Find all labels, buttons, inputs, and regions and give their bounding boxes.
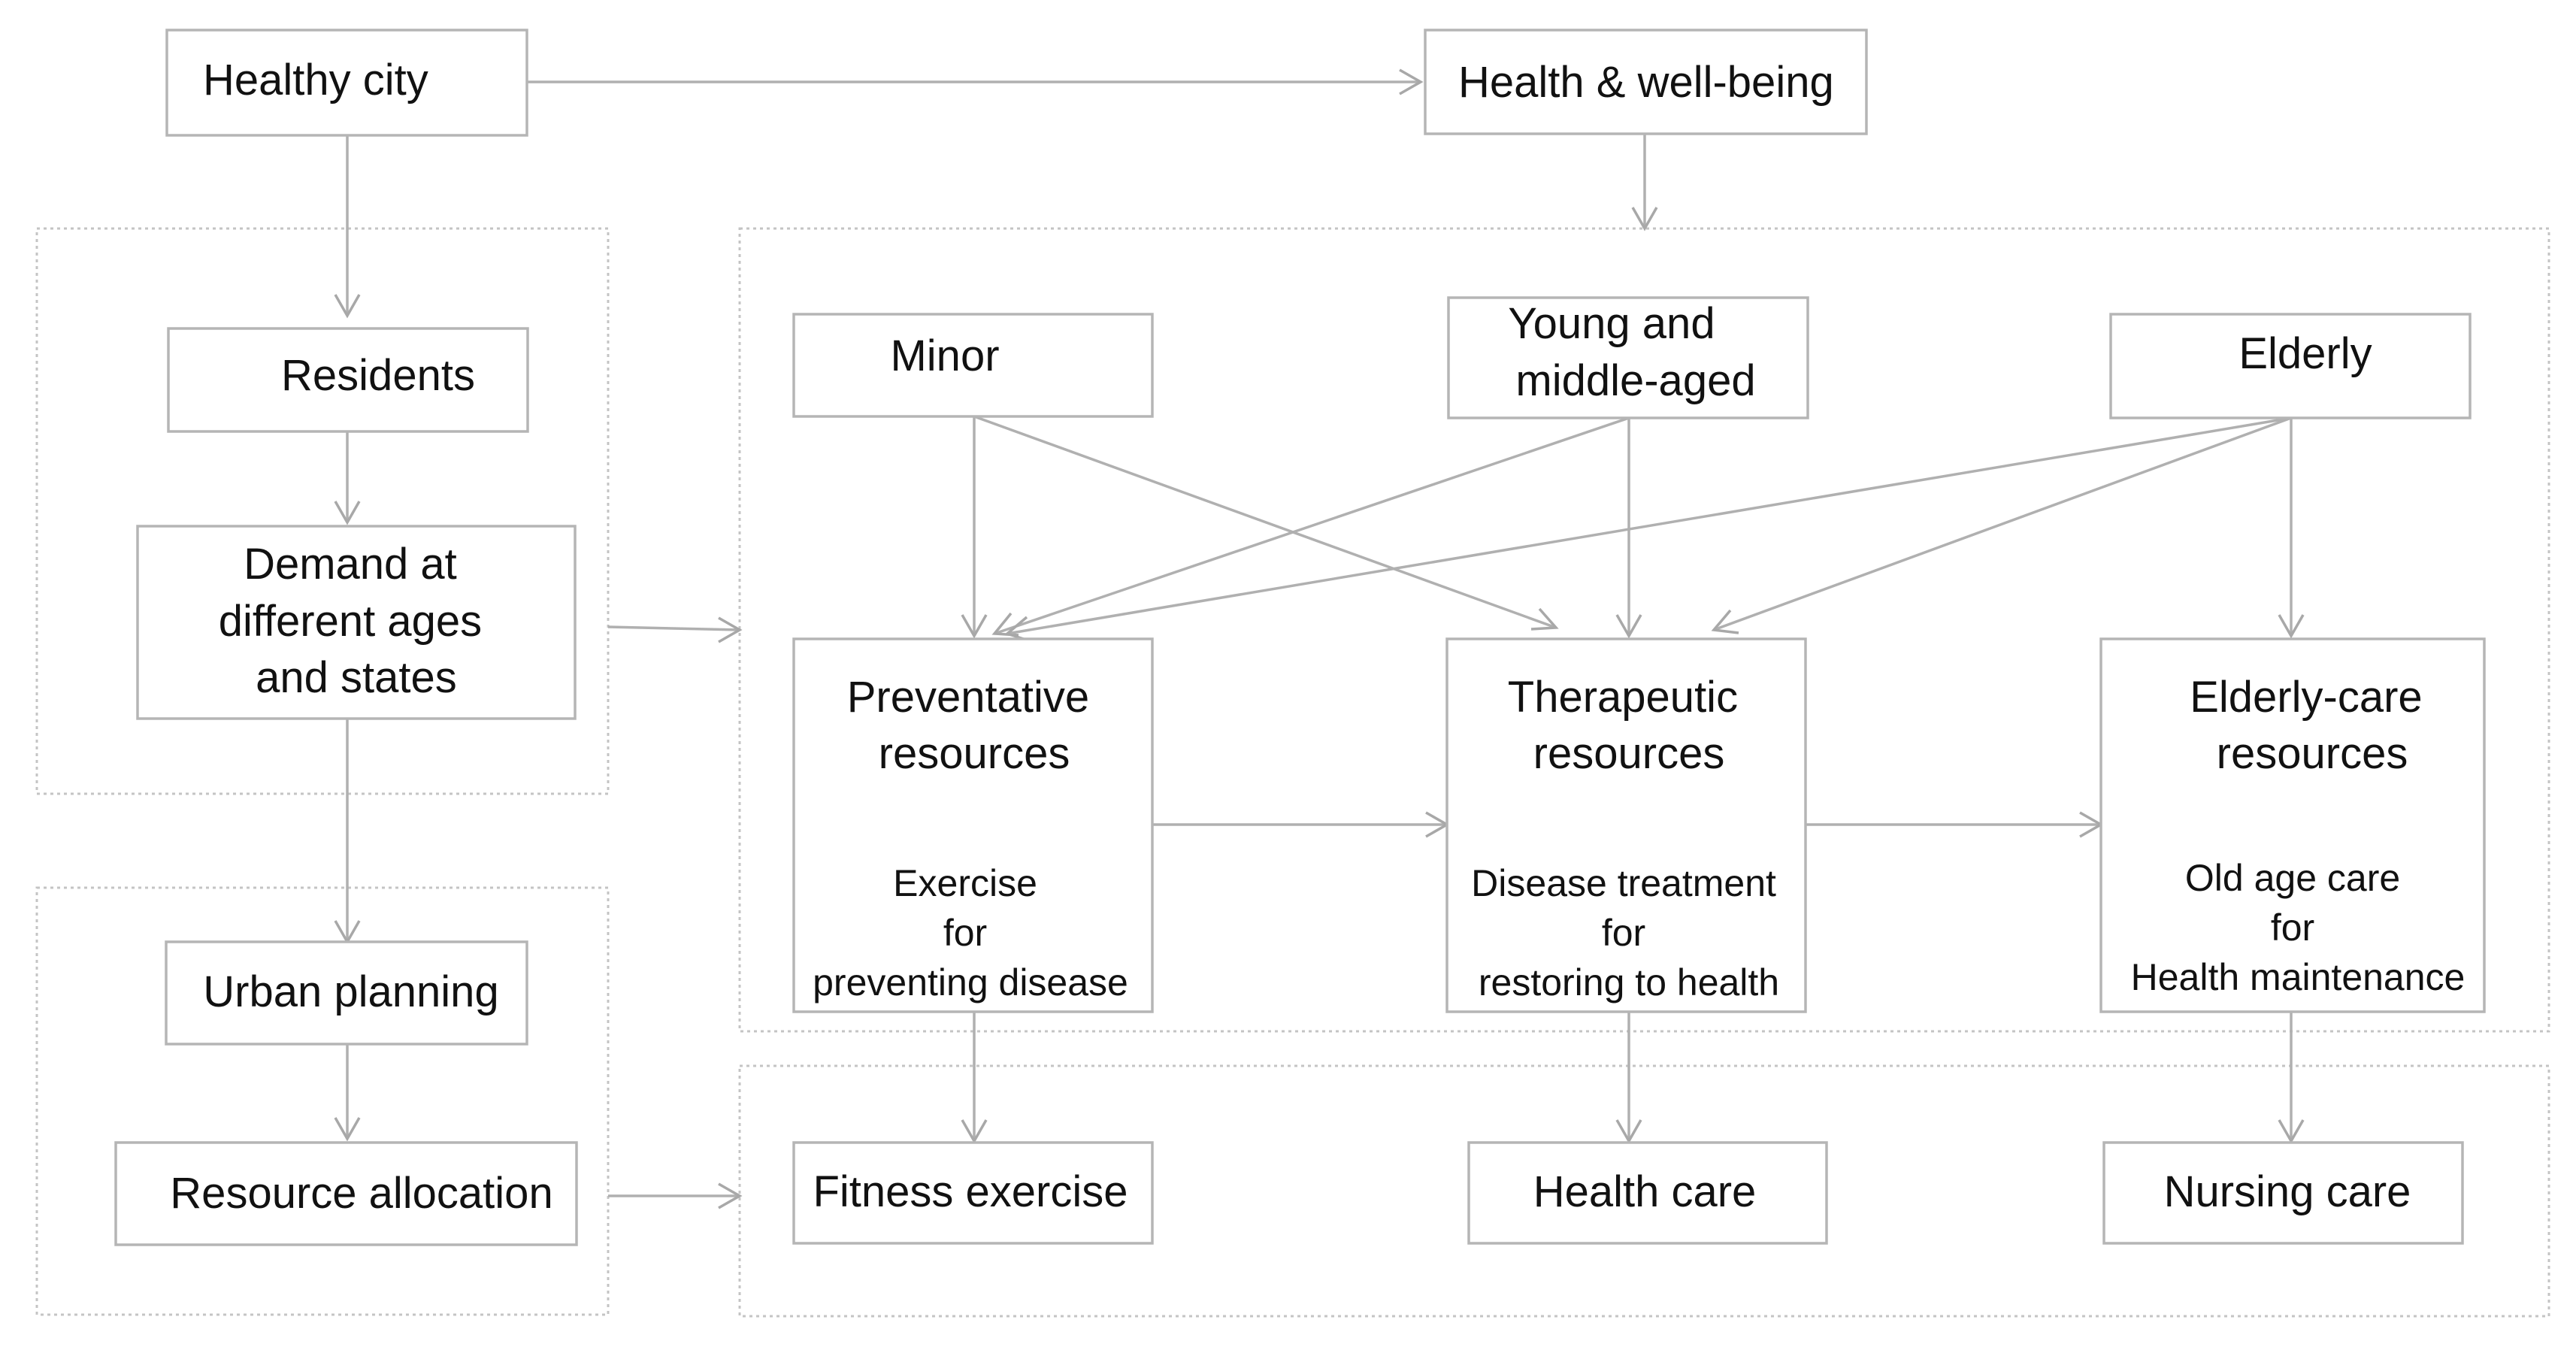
node-elderly: Elderly — [2109, 313, 2472, 419]
edge-preventative-to-fitness — [961, 1012, 988, 1144]
edge-minor-to-therapeutic — [973, 415, 1559, 631]
node-nursing-care-label: Nursing care — [2164, 1167, 2411, 1216]
node-elderly-label: Elderly — [2238, 329, 2372, 378]
node-urban-planning-label: Urban planning — [203, 967, 498, 1016]
node-residents: Residents — [167, 327, 529, 433]
edge-minor-to-preventative — [961, 416, 988, 639]
node-healthy-city-label: Healthy city — [203, 56, 428, 104]
node-therapeutic-desc-2: for — [1602, 912, 1645, 954]
node-healthy-city: Healthy city — [165, 29, 528, 137]
edge-young-to-preventative — [991, 416, 1630, 637]
node-preventative-desc-3: preventing disease — [813, 961, 1128, 1003]
node-therapeutic-title-1: Therapeutic — [1508, 673, 1738, 722]
node-urban-planning: Urban planning — [165, 940, 528, 1046]
node-elderly-care-desc-3: Health maintenance — [2131, 956, 2466, 998]
edge-elderly-to-elderly-care — [2278, 418, 2305, 639]
node-therapeutic-desc-1: Disease treatment — [1471, 862, 1776, 904]
node-fitness-exercise: Fitness exercise — [792, 1141, 1154, 1245]
edge-elderly-to-preventative — [1004, 416, 2292, 643]
edge-demand-to-urban-planning — [334, 719, 361, 945]
node-young-line-1: Young and — [1508, 299, 1715, 348]
svg-text:Demand at different ages: Demand at different ages and states — [219, 540, 495, 702]
svg-text:Disease treatment for: Disease treatment for restoring to healt… — [1471, 862, 1787, 1003]
node-fitness-exercise-label: Fitness exercise — [813, 1167, 1128, 1216]
svg-text:Exercise for preve: Exercise for preventing disease — [813, 862, 1128, 1003]
edge-preventative-to-therapeutic — [1152, 811, 1450, 838]
edge-residents-to-demand — [334, 431, 361, 525]
node-elderly-care-desc-2: for — [2271, 907, 2314, 949]
svg-text:Old age care for H: Old age care for Health maintenance — [2131, 857, 2466, 998]
node-elderly-care-desc-1: Old age care — [2185, 857, 2400, 899]
edge-elderly-care-to-nursing — [2278, 1012, 2305, 1144]
node-elderly-care-title-2: resources — [2217, 729, 2408, 778]
svg-text:Therapeutic resources: Therapeutic resources — [1508, 673, 1750, 778]
edge-healthy-city-to-health-wellbeing — [527, 68, 1424, 95]
edge-urban-planning-to-resource-allocation — [334, 1044, 361, 1142]
svg-text:Elderly-care resources: Elderly-care resources — [2190, 673, 2435, 778]
node-minor-label: Minor — [890, 331, 999, 380]
svg-text:Young and middle-aged: Young and middle-aged — [1508, 299, 1755, 405]
group-services — [738, 1064, 2550, 1318]
edge-elderly-to-therapeutic — [1711, 416, 2292, 634]
node-preventative-title-1: Preventative — [847, 673, 1089, 722]
node-health-wellbeing: Health & well-being — [1424, 29, 1868, 135]
edge-young-to-therapeutic — [1615, 418, 1642, 639]
svg-text:Preventative resources: Preventative resources — [847, 673, 1102, 778]
node-demand-line-1: Demand at — [244, 540, 457, 589]
edge-demand-to-resources-group — [607, 616, 743, 643]
node-therapeutic-title-2: resources — [1533, 729, 1725, 778]
node-demand: Demand at different ages and states — [136, 525, 577, 720]
node-preventative-desc-1: Exercise — [893, 862, 1037, 904]
node-preventative-desc-2: for — [943, 912, 987, 954]
node-preventative-title-2: resources — [879, 729, 1070, 778]
node-resource-allocation-label: Resource allocation — [170, 1169, 552, 1218]
node-health-care-label: Health care — [1533, 1167, 1757, 1216]
node-therapeutic-desc-3: restoring to health — [1479, 961, 1779, 1003]
edge-resource-allocation-to-services-group — [608, 1182, 743, 1209]
group-planning-allocation — [35, 886, 610, 1316]
node-young-middle-aged: Young and middle-aged — [1447, 296, 1809, 419]
node-nursing-care: Nursing care — [2102, 1141, 2464, 1245]
node-health-wellbeing-label: Health & well-being — [1458, 58, 1834, 107]
node-therapeutic-resources: Therapeutic resources Disease treatment … — [1445, 637, 1807, 1013]
edges — [334, 68, 2305, 1209]
node-health-care: Health care — [1467, 1141, 1828, 1245]
group-residents-demand — [35, 227, 610, 795]
edge-healthy-city-to-residents — [334, 135, 361, 319]
node-minor: Minor — [792, 313, 1154, 418]
node-young-line-2: middle-aged — [1515, 356, 1755, 405]
node-demand-line-2: different ages — [219, 597, 482, 646]
edge-therapeutic-to-elderly-care — [1806, 811, 2104, 838]
node-resource-allocation: Resource allocation — [114, 1141, 578, 1246]
node-elderly-care-resources: Elderly-care resources Old age care for … — [2099, 637, 2486, 1013]
edge-health-wellbeing-to-age-groups — [1631, 134, 1658, 232]
node-residents-label: Residents — [281, 351, 475, 400]
node-elderly-care-title-1: Elderly-care — [2190, 673, 2422, 722]
node-preventative-resources: Preventative resources Exercise for prev… — [792, 637, 1154, 1013]
node-demand-line-3: and states — [256, 653, 457, 702]
edge-therapeutic-to-health-care — [1615, 1012, 1642, 1144]
